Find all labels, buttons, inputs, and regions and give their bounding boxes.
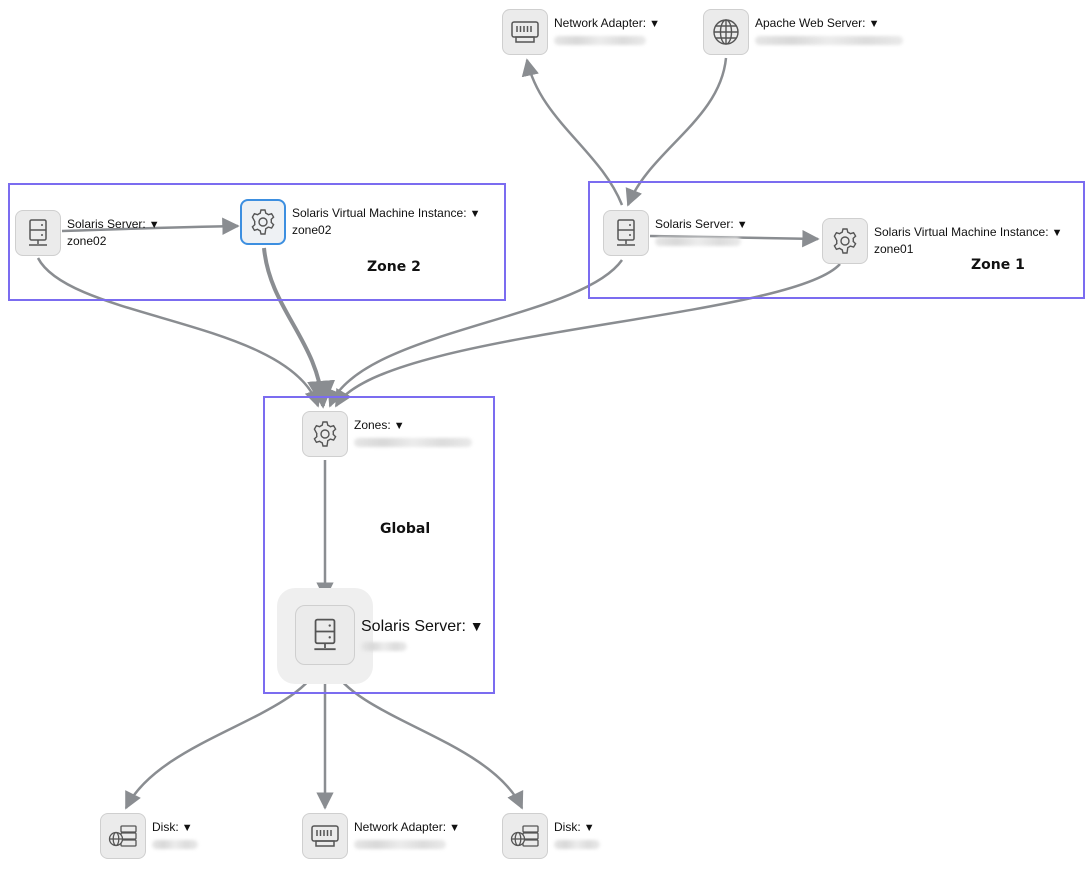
group-zone2-label: Zone 2: [367, 259, 421, 275]
node-zone1-solaris-server-title[interactable]: Solaris Server:: [655, 217, 748, 231]
node-apache-web-server[interactable]: Apache Web Server:: [703, 9, 903, 55]
globe-icon: [703, 9, 749, 55]
group-global-label: Global: [380, 521, 431, 537]
node-global-solaris-server[interactable]: Solaris Server:: [295, 605, 484, 665]
group-zone2: [8, 183, 506, 301]
group-global: [263, 396, 495, 694]
gear-icon: [302, 411, 348, 457]
node-zone2-vm-instance[interactable]: Solaris Virtual Machine Instance: zone02: [240, 199, 481, 245]
node-top-network-adapter-title[interactable]: Network Adapter:: [554, 16, 660, 30]
node-bottom-network-adapter-title[interactable]: Network Adapter:: [354, 820, 460, 834]
node-apache-web-server-title[interactable]: Apache Web Server:: [755, 16, 879, 30]
node-zone2-vm-instance-title[interactable]: Solaris Virtual Machine Instance:: [292, 206, 481, 220]
node-zone1-vm-instance-subtitle: zone01: [874, 242, 914, 256]
edge-zone1-server-to-zones: [327, 259, 624, 408]
disk-icon: [100, 813, 146, 859]
edge-zone1-server-to-top-network-adapter: [521, 58, 624, 206]
redacted-value: [354, 840, 446, 849]
node-zone1-solaris-server[interactable]: Solaris Server:: [603, 210, 748, 256]
node-disk-right-title[interactable]: Disk:: [554, 820, 595, 834]
server-icon: [603, 210, 649, 256]
node-zones[interactable]: Zones:: [302, 411, 472, 457]
edge-zone2-server-to-zones: [36, 257, 322, 408]
network-adapter-icon: [502, 9, 548, 55]
node-disk-left-title[interactable]: Disk:: [152, 820, 193, 834]
edge-zone1-vm-to-zones: [334, 263, 841, 408]
node-disk-left[interactable]: Disk:: [100, 813, 198, 859]
redacted-value: [554, 840, 600, 849]
edge-global-server-to-disk-left: [124, 667, 320, 810]
group-zone1-label: Zone 1: [971, 257, 1025, 273]
node-zone1-vm-instance-title[interactable]: Solaris Virtual Machine Instance:: [874, 225, 1063, 239]
group-zone1: [588, 181, 1085, 299]
node-zone2-solaris-server-subtitle: zone02: [67, 234, 107, 248]
node-zone2-solaris-server-title[interactable]: Solaris Server:: [67, 217, 160, 231]
node-zone1-vm-instance[interactable]: Solaris Virtual Machine Instance: zone01: [822, 218, 1063, 264]
edge-global-server-to-disk-right: [330, 667, 524, 810]
redacted-value: [755, 36, 903, 45]
disk-icon: [502, 813, 548, 859]
edge-zone1-server-to-zone1-vm: [649, 229, 820, 248]
server-icon: [15, 210, 61, 256]
server-icon: [295, 605, 355, 665]
network-adapter-icon: [302, 813, 348, 859]
gear-icon: [240, 199, 286, 245]
redacted-value: [354, 438, 472, 447]
node-zones-title[interactable]: Zones:: [354, 418, 405, 432]
node-global-solaris-server-title[interactable]: Solaris Server:: [361, 618, 484, 635]
redacted-value: [655, 237, 741, 246]
redacted-value: [152, 840, 198, 849]
edge-zone2-vm-to-zones: [262, 247, 336, 409]
edge-apache-to-zone1-server: [625, 57, 728, 207]
node-bottom-network-adapter[interactable]: Network Adapter:: [302, 813, 460, 859]
node-zone2-vm-instance-subtitle: zone02: [292, 223, 332, 237]
redacted-value: [554, 36, 646, 45]
redacted-value: [361, 642, 407, 651]
node-zone2-solaris-server[interactable]: Solaris Server: zone02: [15, 210, 160, 256]
gear-icon: [822, 218, 868, 264]
edge-zone2-server-to-zone2-vm: [61, 217, 240, 236]
node-disk-right[interactable]: Disk:: [502, 813, 600, 859]
node-top-network-adapter[interactable]: Network Adapter:: [502, 9, 660, 55]
